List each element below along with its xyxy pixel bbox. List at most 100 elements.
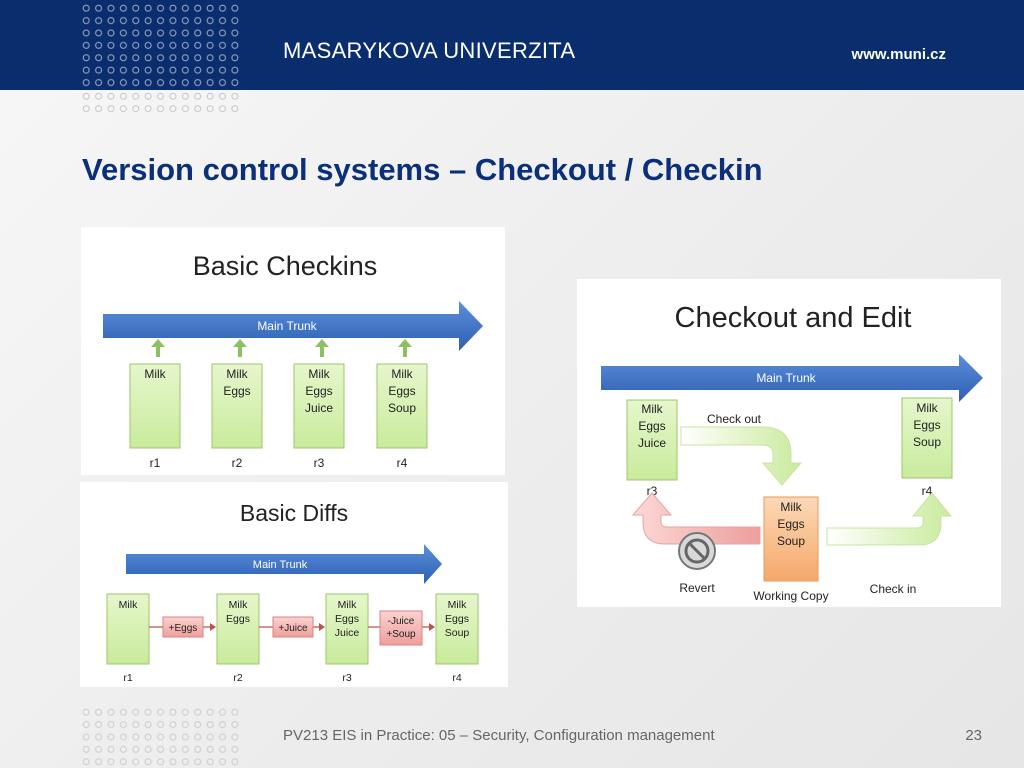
box-line: Juice <box>335 627 360 639</box>
dot-pattern-decoration <box>80 706 240 768</box>
box-line: Milk <box>780 500 802 514</box>
revision-box-r2 <box>216 593 260 665</box>
diff-arrowhead <box>429 623 435 631</box>
revision-box-r4 <box>376 363 428 449</box>
box-line: Milk <box>144 367 166 381</box>
diff-arrowhead <box>210 623 216 631</box>
diff-box <box>162 616 204 638</box>
revision-label-r3: r3 <box>342 672 351 684</box>
diff-box-label: +Juice <box>278 623 308 634</box>
box-line: Juice <box>638 436 666 450</box>
revision-box-r4 <box>435 593 479 665</box>
footer-text: PV213 EIS in Practice: 05 – Security, Co… <box>283 727 715 744</box>
university-url[interactable]: www.muni.cz <box>851 46 946 63</box>
revision-label-r3: r3 <box>647 484 658 498</box>
diff-box-label: +Eggs <box>169 623 198 634</box>
main-trunk-arrow <box>126 544 442 584</box>
box-line: Eggs <box>913 418 940 432</box>
box-line: Juice <box>305 401 333 415</box>
working-copy-box <box>763 496 819 582</box>
revision-label-r2: r2 <box>232 456 243 470</box>
checkin-arrow-up <box>398 339 412 357</box>
box-line: Eggs <box>445 613 469 625</box>
revision-box-label: Milk <box>119 599 138 611</box>
revision-label-r4: r4 <box>452 672 461 684</box>
main-trunk-label: Main Trunk <box>756 371 816 385</box>
university-name: MASARYKOVA UNIVERZITA <box>283 38 576 63</box>
revision-box-r4 <box>901 397 953 479</box>
box-line: +Eggs <box>169 623 198 634</box>
checkin-arrow-up <box>315 339 329 357</box>
check-in-arrow <box>826 492 953 546</box>
basic-checkins-title: Basic Checkins <box>193 251 378 281</box>
main-trunk-label: Main Trunk <box>253 559 308 571</box>
box-line: Milk <box>916 401 938 415</box>
revision-label-r4: r4 <box>922 484 933 498</box>
box-line: Milk <box>641 402 663 416</box>
main-trunk-arrow <box>103 301 483 351</box>
revision-label-r1: r1 <box>123 672 132 684</box>
revision-box-label: Milk <box>144 367 166 381</box>
working-copy-label: Working Copy <box>753 589 828 603</box>
check-out-label: Check out <box>707 412 762 426</box>
box-line: Eggs <box>777 517 804 531</box>
revision-box-r3 <box>626 399 678 481</box>
box-line: Milk <box>226 367 248 381</box>
box-line: Eggs <box>335 613 359 625</box>
dot-pattern-decoration <box>80 90 240 112</box>
diff-box-label: -Juice +Soup <box>386 616 416 640</box>
revision-box-r1 <box>129 363 181 449</box>
main-trunk-label: Main Trunk <box>257 319 317 333</box>
box-line: Eggs <box>226 613 250 625</box>
no-entry-icon <box>678 532 716 570</box>
box-line: Eggs <box>638 419 665 433</box>
main-trunk-arrow <box>601 354 983 402</box>
page-number: 23 <box>965 727 982 744</box>
revision-label-r4: r4 <box>397 456 408 470</box>
revision-box-r2 <box>211 363 263 449</box>
revision-label-r1: r1 <box>150 456 161 470</box>
box-line: Milk <box>229 599 248 611</box>
check-out-arrow <box>680 426 803 486</box>
revision-box-r1 <box>106 593 150 665</box>
revert-label: Revert <box>679 581 715 595</box>
box-line: Milk <box>338 599 357 611</box>
box-line: Soup <box>913 435 941 449</box>
box-line: -Juice <box>388 616 415 627</box>
diff-box <box>272 616 314 638</box>
box-line: Soup <box>388 401 416 415</box>
revision-label-r3: r3 <box>314 456 325 470</box>
revision-box-r3 <box>293 363 345 449</box>
diff-box <box>379 610 423 646</box>
box-line: Soup <box>777 534 805 548</box>
box-line: +Soup <box>386 629 416 640</box>
box-line: Milk <box>119 599 138 611</box>
slide-title: Version control systems – Checkout / Che… <box>82 152 763 187</box>
revert-arrow <box>631 492 761 545</box>
checkin-arrow-up <box>151 339 165 357</box>
box-line: Eggs <box>388 384 415 398</box>
box-line: Milk <box>308 367 330 381</box>
box-line: Soup <box>445 627 470 639</box>
checkin-arrow-up <box>233 339 247 357</box>
box-line: Eggs <box>305 384 332 398</box>
revision-box-r3 <box>325 593 369 665</box>
box-line: Eggs <box>223 384 250 398</box>
box-line: Milk <box>391 367 413 381</box>
header-bar: MASARYKOVA UNIVERZITA www.muni.cz <box>0 0 1024 112</box>
